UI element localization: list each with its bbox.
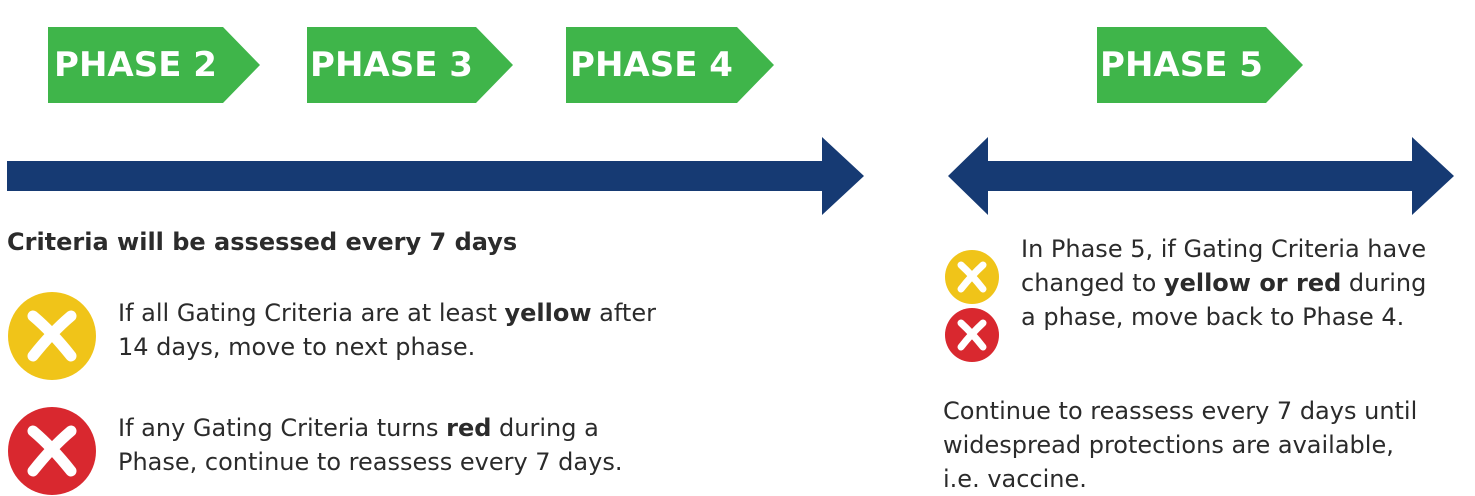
red-word: red (446, 414, 492, 442)
red-x-icon (8, 407, 96, 495)
phase-2-chevron: PHASE 2 (48, 27, 260, 103)
timeline-arrow-double (948, 137, 1454, 215)
yellow-or-red-word: yellow or red (1163, 269, 1342, 297)
phase-3-chevron: PHASE 3 (307, 27, 513, 103)
timeline-arrow-right (7, 137, 864, 215)
criteria-heading: Criteria will be assessed every 7 days (7, 228, 518, 256)
phase-5-label: PHASE 5 (1100, 45, 1263, 85)
phase-3-label: PHASE 3 (310, 45, 473, 85)
yellow-word: yellow (504, 299, 592, 327)
phase5-criteria-text: In Phase 5, if Gating Criteria have chan… (1021, 235, 1427, 331)
red-x-icon-small (945, 308, 999, 362)
phase-5-chevron: PHASE 5 (1097, 27, 1303, 103)
yellow-criteria-text: If all Gating Criteria are at least yell… (118, 299, 656, 361)
phase-2-label: PHASE 2 (54, 45, 217, 85)
phase-4-chevron: PHASE 4 (566, 27, 774, 103)
yellow-x-icon-small (945, 250, 999, 304)
red-criteria-text: If any Gating Criteria turns red during … (118, 414, 623, 476)
phase-4-label: PHASE 4 (570, 45, 733, 85)
yellow-x-icon (8, 292, 96, 380)
continue-reassess-text: Continue to reassess every 7 days until … (943, 397, 1418, 493)
